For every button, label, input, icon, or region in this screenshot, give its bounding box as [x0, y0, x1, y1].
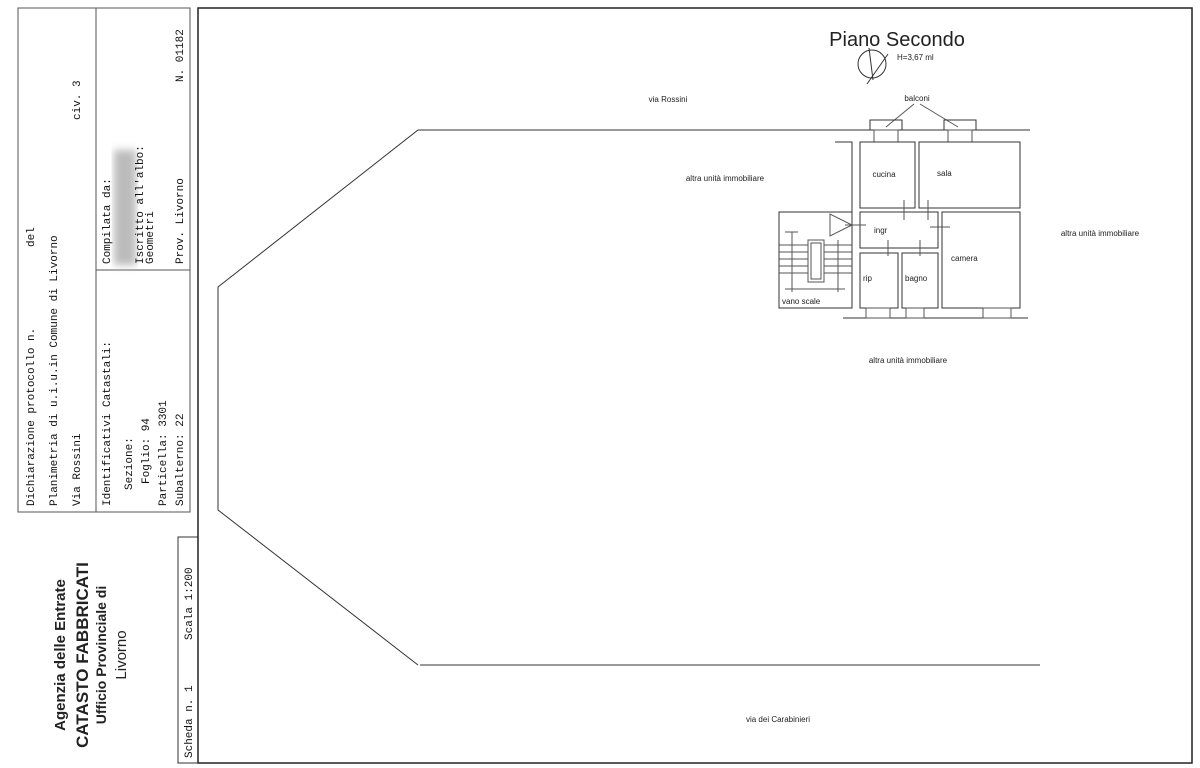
- address-text: Via Rossini: [72, 433, 84, 506]
- room-camera: [941, 211, 1021, 309]
- registration-number: N. 01182: [175, 29, 187, 82]
- plan-title: Piano Secondo: [829, 29, 965, 51]
- stairwell: [778, 211, 853, 309]
- neighbor-unit-left: altra unità immobiliare: [686, 174, 765, 183]
- neighbor-unit-right: altra unità immobiliare: [1061, 229, 1140, 238]
- office-label: Ufficio Provinciale di: [93, 586, 109, 724]
- foglio-field: Foglio: 94: [141, 418, 153, 484]
- protocol-label: Dichiarazione protocollo n.: [26, 328, 38, 506]
- subalterno-field: Subalterno: 22: [175, 414, 187, 506]
- stairs: [779, 213, 854, 292]
- iscritto-label: Iscritto all'albo:: [135, 145, 147, 264]
- floor-height: H=3,67 ml: [897, 53, 934, 62]
- label-vano-scale: vano scale: [782, 297, 821, 306]
- catasto-title: CATASTO FABBRICATI: [73, 562, 92, 748]
- label-camera: camera: [951, 254, 978, 263]
- info-block: Dichiarazione protocollo n. del Planimet…: [17, 7, 191, 513]
- scale-label: Scala 1:200: [184, 567, 196, 640]
- albo-value: Geometri: [145, 211, 157, 264]
- street-bottom: via dei Carabinieri: [746, 715, 810, 724]
- office-city: Livorno: [113, 630, 130, 679]
- north-arrow-icon: [857, 47, 889, 85]
- label-bagno: bagno: [905, 274, 928, 283]
- lot-outline: [217, 129, 1030, 666]
- agency-name: Agenzia delle Entrate: [52, 579, 69, 731]
- room-cucina: [859, 141, 916, 209]
- room-sala: [918, 141, 1021, 209]
- drawing-frame: [197, 7, 1193, 764]
- identificativi-title: Identificativi Catastali:: [102, 341, 114, 506]
- street-top: via Rossini: [649, 95, 688, 104]
- planimetria-text: Planimetria di u.i.u.in Comune di Livorn…: [49, 235, 61, 506]
- particella-field: Particella: 3301: [158, 400, 170, 506]
- compilata-title: Compilata da:: [102, 178, 114, 264]
- redacted-name: [114, 150, 136, 265]
- balcony: [869, 119, 903, 131]
- sezione-field: Sezione:: [124, 437, 136, 490]
- label-ingr: ingr: [874, 226, 888, 235]
- civic-number: civ. 3: [72, 80, 84, 120]
- balconi-label: balconi: [904, 94, 930, 103]
- label-sala: sala: [937, 169, 952, 178]
- label-rip: rip: [863, 274, 872, 283]
- del-label: del: [26, 227, 38, 247]
- door-marks: [845, 200, 950, 256]
- neighbor-unit-bottom: altra unità immobiliare: [869, 356, 948, 365]
- province-value: Prov. Livorno: [175, 178, 187, 264]
- agency-block: Agenzia delle Entrate CATASTO FABBRICATI…: [52, 562, 130, 748]
- room-ingresso: [859, 211, 939, 249]
- scheda-number: Scheda n. 1: [184, 685, 196, 758]
- label-cucina: cucina: [872, 170, 896, 179]
- floor-plan: Piano Secondo H=3,67 ml via Rossini via …: [217, 29, 1140, 724]
